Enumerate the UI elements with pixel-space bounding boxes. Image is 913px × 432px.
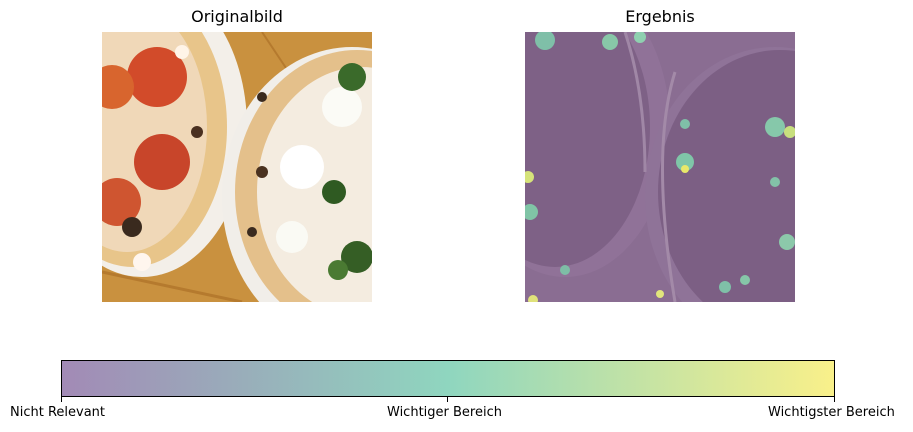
result-heatmap-image <box>525 32 795 302</box>
colorbar <box>61 360 835 397</box>
original-pizza-image <box>102 32 372 302</box>
colorbar-tick-max <box>834 397 835 402</box>
original-image-title: Originalbild <box>191 7 283 26</box>
colorbar-label-min: Nicht Relevant <box>10 405 106 420</box>
colorbar-tick-min <box>61 397 62 402</box>
colorbar-tick-mid <box>447 397 448 402</box>
colorbar-label-max: Wichtigster Bereich <box>768 405 895 420</box>
result-image-title: Ergebnis <box>625 7 695 26</box>
colorbar-label-mid: Wichtiger Bereich <box>387 405 502 420</box>
